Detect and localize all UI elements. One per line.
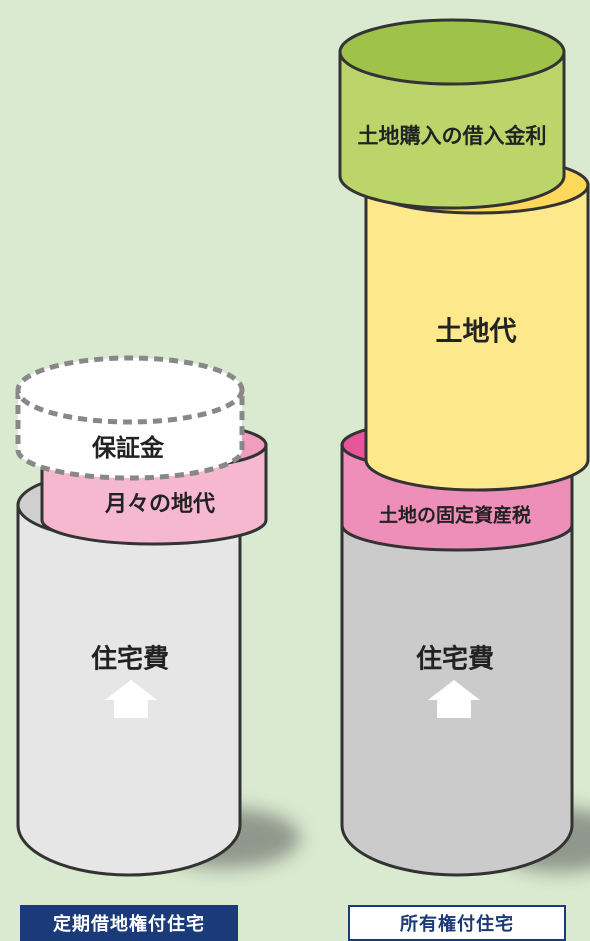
deposit-label: 保証金: [91, 434, 165, 462]
right-land-price-body: [364, 183, 590, 492]
monthly-rent-label: 月々の地代: [104, 492, 215, 517]
right-stack: 土地の固定資産税 土地代 土地購入の借入金利 住宅費: [338, 18, 590, 877]
right-loan-interest-top: [338, 18, 566, 86]
land-price-label: 土地代: [436, 317, 517, 348]
property-tax-label: 土地の固定資産税: [379, 504, 531, 527]
loan-interest-label: 土地購入の借入金利: [358, 124, 547, 148]
left-deposit-cylinder: 保証金: [15, 355, 245, 481]
right-loan-interest-cylinder: 土地購入の借入金利: [338, 18, 566, 210]
left-stack: 月々の地代 保証金 住宅費: [15, 355, 300, 877]
left-housing-label: 住宅費: [91, 644, 169, 675]
right-house-icon: [428, 680, 480, 718]
right-housing-label: 住宅費: [416, 644, 494, 675]
left-deposit-top: [15, 355, 245, 425]
left-caption: 定期借地権付住宅: [20, 905, 238, 941]
left-house-icon: [105, 680, 157, 718]
right-caption: 所有権付住宅: [348, 905, 566, 941]
right-loan-interest-body: [338, 50, 566, 210]
